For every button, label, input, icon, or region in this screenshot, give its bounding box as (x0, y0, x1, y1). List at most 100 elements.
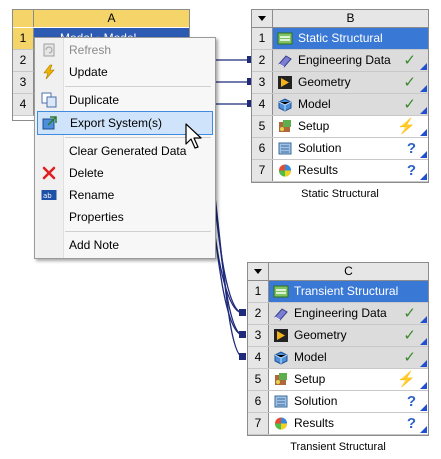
transient-structural-icon (273, 285, 289, 298)
mouse-pointer-icon (185, 123, 202, 149)
menu-item-clear-generated-data[interactable]: Clear Generated Data (37, 140, 213, 162)
corner-arrow-icon[interactable] (420, 63, 427, 70)
menu-item-export-systems[interactable]: Export System(s) (37, 111, 213, 135)
row-number: 3 (252, 72, 273, 93)
export-icon (42, 116, 57, 130)
row-label: Setup (298, 119, 330, 133)
corner-arrow-icon[interactable] (420, 85, 427, 92)
system-b-row-1[interactable]: 1 Static Structural (252, 28, 428, 50)
menu-item-refresh[interactable]: Refresh (37, 39, 213, 61)
question-icon: ? (406, 140, 416, 157)
corner-arrow-icon[interactable] (420, 107, 427, 114)
corner-arrow-icon[interactable] (420, 151, 427, 158)
menu-item-label: Add Note (69, 238, 120, 252)
system-a-header: A (13, 10, 189, 27)
setup-icon (279, 120, 291, 132)
corner-arrow-icon[interactable] (420, 404, 427, 411)
system-b-row-6[interactable]: 6 Solution ? (252, 138, 428, 160)
system-b[interactable]: B 1 Static Structural 2 Engineering Data… (251, 9, 429, 183)
system-a-row-num: 1 (13, 28, 34, 50)
row-number: 3 (248, 325, 269, 346)
geometry-icon (278, 76, 292, 89)
row-number: 5 (248, 369, 269, 390)
duplicate-icon (41, 92, 57, 108)
question-icon: ? (406, 415, 416, 432)
corner-arrow-icon[interactable] (420, 316, 427, 323)
menu-separator (65, 137, 211, 138)
check-icon: ✓ (403, 327, 416, 344)
row-label: Results (298, 163, 339, 177)
refresh-icon (43, 43, 55, 57)
system-c-row-4[interactable]: 4 Model ✓ (248, 347, 428, 369)
corner-arrow-icon[interactable] (420, 129, 427, 136)
menu-item-delete[interactable]: Delete (37, 162, 213, 184)
system-b-row-2[interactable]: 2 Engineering Data ✓ (252, 50, 428, 72)
geometry-icon (274, 329, 288, 342)
context-menu: Refresh Update Duplicate Export System(s… (34, 37, 216, 259)
solution-icon (274, 395, 288, 408)
row-number: 5 (252, 116, 273, 137)
lightning-icon: ⚡ (397, 118, 416, 135)
row-number: 7 (252, 160, 273, 181)
system-b-row-3[interactable]: 3 Geometry ✓ (252, 72, 428, 94)
svg-text:ab: ab (43, 192, 52, 200)
system-c-row-2[interactable]: 2 Engineering Data ✓ (248, 303, 428, 325)
row-label: Static Structural (298, 31, 383, 45)
row-number: 7 (248, 413, 269, 434)
system-c-header: C (248, 263, 428, 281)
system-c-row-3[interactable]: 3 Geometry ✓ (248, 325, 428, 347)
system-c-column-label: C (344, 264, 353, 278)
system-a-row-num: 2 (13, 50, 34, 72)
corner-arrow-icon[interactable] (420, 382, 427, 389)
system-c-row-5[interactable]: 5 Setup ⚡ (248, 369, 428, 391)
menu-item-label: Update (69, 65, 108, 79)
system-c-caption[interactable]: Transient Structural (290, 441, 386, 453)
menu-item-label: Duplicate (69, 93, 120, 107)
menu-item-label: Properties (69, 210, 124, 224)
row-label: Model (294, 350, 327, 364)
question-icon: ? (406, 162, 416, 179)
system-c[interactable]: C 1 Transient Structural 2 Engineering D… (247, 262, 429, 436)
results-icon (275, 417, 287, 430)
check-icon: ✓ (403, 349, 416, 366)
system-b-caption[interactable]: Static Structural (301, 188, 379, 200)
row-label: Setup (294, 372, 326, 386)
engineering-data-icon (274, 308, 288, 321)
row-label: Geometry (294, 328, 347, 342)
setup-icon (275, 373, 287, 385)
menu-item-label: Export System(s) (70, 116, 163, 130)
corner-arrow-icon[interactable] (420, 360, 427, 367)
row-label: Engineering Data (298, 53, 391, 67)
menu-item-label: Rename (69, 188, 115, 202)
rename-icon: ab (41, 190, 57, 200)
menu-item-update[interactable]: Update (37, 61, 213, 83)
system-b-row-7[interactable]: 7 Results ? (252, 160, 428, 182)
system-a-corner (13, 10, 34, 27)
menu-item-add-note[interactable]: Add Note (37, 234, 213, 256)
corner-arrow-icon[interactable] (420, 173, 427, 180)
row-number: 6 (252, 138, 273, 159)
row-label: Transient Structural (294, 284, 399, 298)
menu-item-rename[interactable]: ab Rename (37, 184, 213, 206)
row-number: 6 (248, 391, 269, 412)
menu-separator (65, 86, 211, 87)
engineering-data-icon (278, 55, 292, 68)
system-c-row-7[interactable]: 7 Results ? (248, 413, 428, 435)
question-icon: ? (406, 393, 416, 410)
system-b-row-5[interactable]: 5 Setup ⚡ (252, 116, 428, 138)
row-number: 2 (248, 303, 269, 324)
system-c-row-1[interactable]: 1 Transient Structural (248, 281, 428, 303)
menu-item-duplicate[interactable]: Duplicate (37, 89, 213, 111)
system-a-column-label: A (107, 11, 116, 25)
row-label: Results (294, 416, 335, 430)
results-icon (279, 164, 291, 177)
row-number: 1 (252, 28, 273, 49)
corner-arrow-icon[interactable] (420, 426, 427, 433)
collapse-triangle-icon[interactable] (248, 263, 269, 280)
system-b-row-4[interactable]: 4 Model ✓ (252, 94, 428, 116)
row-label: Model (298, 97, 331, 111)
menu-item-properties[interactable]: Properties (37, 206, 213, 228)
system-c-row-6[interactable]: 6 Solution ? (248, 391, 428, 413)
collapse-triangle-icon[interactable] (252, 10, 273, 27)
corner-arrow-icon[interactable] (420, 338, 427, 345)
